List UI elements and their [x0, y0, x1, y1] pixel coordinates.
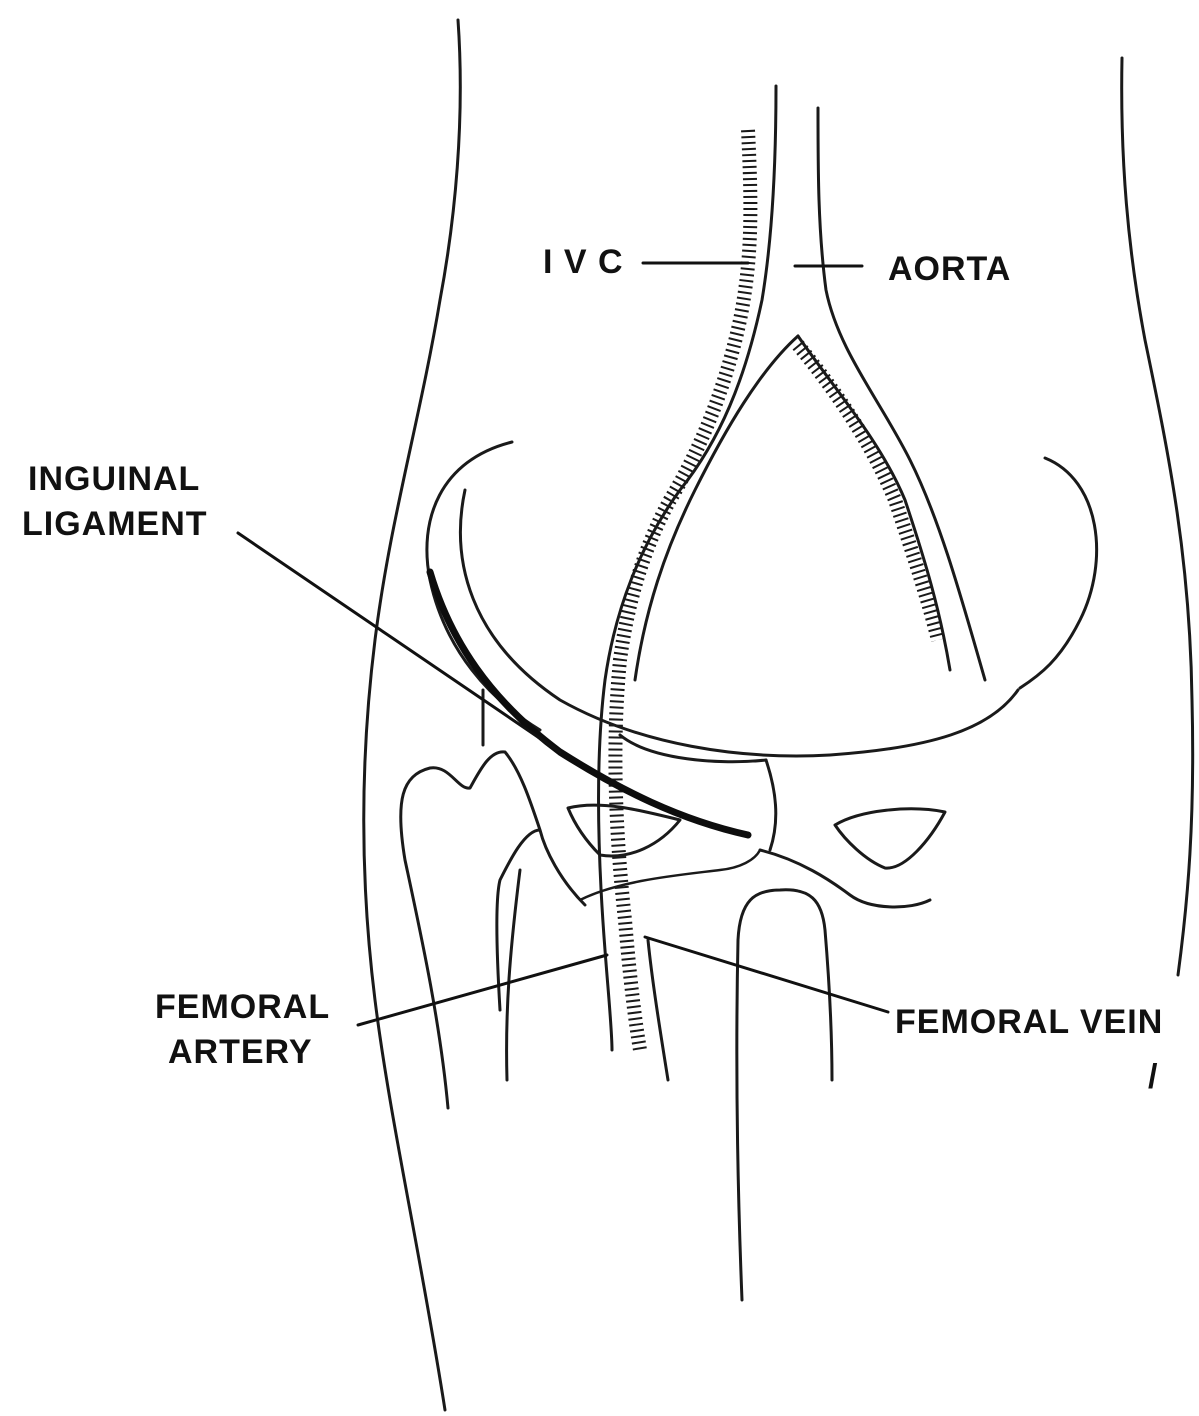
femoral-vein-label: FEMORAL VEIN: [895, 1003, 1163, 1041]
ivc-hatching: [615, 130, 750, 1050]
aorta-label: AORTA: [888, 250, 1011, 288]
femoral-vein-leader: [645, 937, 888, 1012]
ischium-left: [580, 850, 760, 900]
inguinal-ligament-label-line1: INGUINAL: [28, 460, 200, 498]
right-body-contour: [1122, 58, 1193, 975]
arterial-tree: [599, 86, 985, 1050]
leader-lines: [238, 263, 888, 1025]
pubic-symphysis: [760, 760, 930, 907]
obturator-foramen-right: [835, 809, 945, 868]
body-outline: [364, 20, 1193, 1410]
labels: I V C AORTA INGUINAL LIGAMENT FEMORAL AR…: [22, 243, 1163, 1096]
pelvic-floor-left: [620, 735, 766, 762]
femoral-artery-label-line1: FEMORAL: [155, 988, 330, 1026]
femoral-artery-leader: [358, 955, 607, 1025]
left-leg-lines: [507, 870, 520, 1080]
right-inner-leg-contour: [737, 890, 832, 1300]
inguinal-ligament-leader: [238, 533, 560, 752]
obturator-foramen-left: [568, 805, 680, 856]
femoral-artery-label-line2: ARTERY: [168, 1033, 313, 1071]
inguinal-ligament-label-line2: LIGAMENT: [22, 505, 208, 543]
page-mark: /: [1148, 1058, 1158, 1096]
left-body-contour: [364, 20, 461, 1410]
ivc-label: I V C: [543, 243, 624, 281]
pelvic-rim-right: [1020, 458, 1097, 688]
pelvic-rim-left: [427, 442, 540, 730]
femoral-vein-wall: [648, 940, 668, 1080]
